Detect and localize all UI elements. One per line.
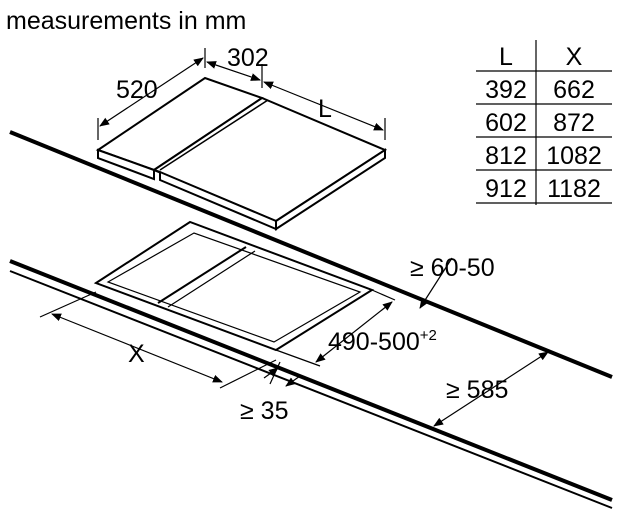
table-cell: 812: [485, 142, 527, 170]
countertop: [9, 130, 613, 509]
hob-depth-label: 520: [116, 76, 158, 104]
table-cell: 602: [485, 109, 527, 137]
hob-length-label: L: [318, 95, 332, 123]
dimensions-table: L X 392 662 602 872 812 1082 912 1182: [476, 40, 612, 205]
table-header-x: X: [566, 43, 583, 71]
table-cell: 392: [485, 76, 527, 104]
hob-width-label: 302: [227, 44, 269, 72]
table-cell: 662: [553, 76, 595, 104]
table-header-l: L: [499, 43, 513, 71]
cutout-depth-label: 490-500+2: [328, 327, 437, 356]
table-cell: 1182: [547, 175, 601, 203]
table-cell: 912: [485, 175, 527, 203]
table-cell: 872: [553, 109, 595, 137]
cutout-dimensions: [39, 257, 549, 427]
counter-thickness-label: ≥ 60-50: [410, 254, 495, 282]
diagram-title: measurements in mm: [6, 7, 246, 35]
table-cell: 1082: [546, 142, 602, 170]
min-counter-depth-label: ≥ 585: [446, 376, 508, 404]
hob-dimensions: [97, 48, 386, 140]
min-front-edge-label: ≥ 35: [240, 397, 288, 425]
cutout-x-label: X: [128, 340, 145, 368]
